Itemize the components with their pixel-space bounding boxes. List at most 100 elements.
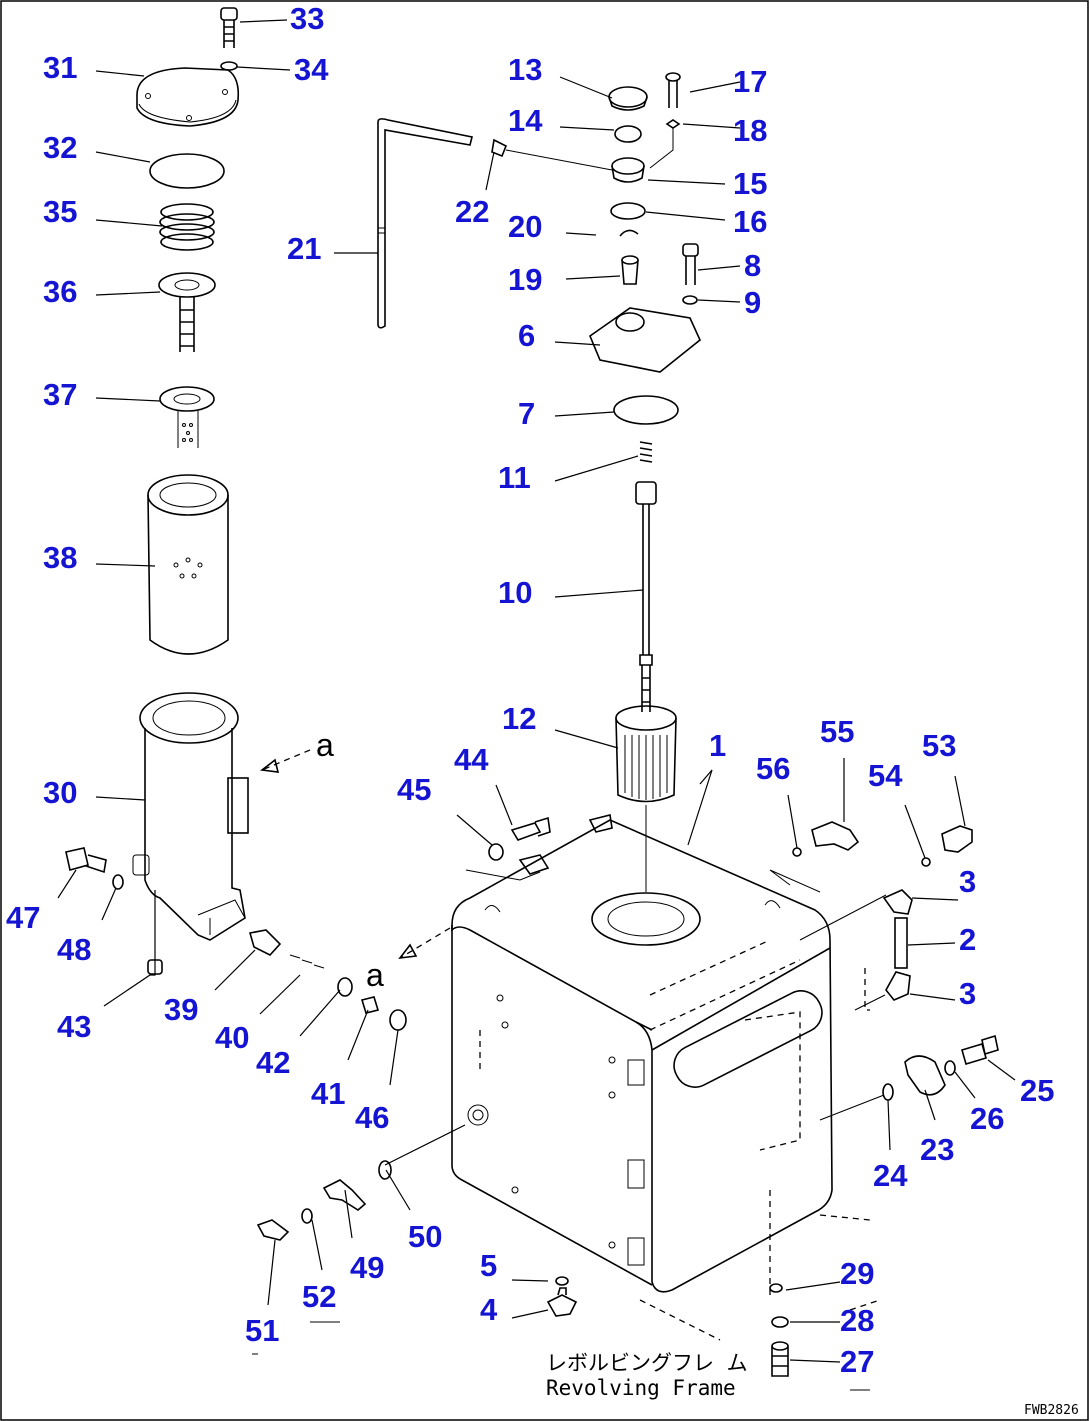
part-20-ring bbox=[619, 229, 639, 237]
part-23-flange bbox=[904, 1055, 946, 1096]
callout-6: 6 bbox=[518, 318, 535, 353]
callout-31: 31 bbox=[43, 50, 77, 85]
view-arrow-label-lower: a bbox=[366, 957, 384, 993]
part-53-elbow bbox=[941, 825, 973, 853]
callout-17: 17 bbox=[733, 64, 767, 99]
view-arrow-a-upper: a bbox=[259, 727, 334, 773]
callout-28: 28 bbox=[840, 1303, 874, 1338]
callout-42: 42 bbox=[256, 1045, 290, 1080]
part-25-bolt bbox=[961, 1034, 999, 1065]
part-10-dipstick bbox=[635, 481, 657, 712]
center-leaders bbox=[334, 76, 741, 749]
part-6-cover bbox=[589, 307, 701, 373]
callout-8: 8 bbox=[744, 248, 761, 283]
left-leaders bbox=[57, 19, 466, 1306]
part-14-element bbox=[614, 125, 642, 143]
filter-cover-assembly bbox=[132, 7, 249, 941]
callout-20: 20 bbox=[508, 209, 542, 244]
part-3-elbow-upper bbox=[882, 889, 913, 915]
callout-25: 25 bbox=[1020, 1073, 1054, 1108]
callout-9: 9 bbox=[744, 285, 761, 320]
callout-51: 51 bbox=[245, 1313, 279, 1348]
right-fittings bbox=[488, 816, 999, 1377]
callout-27: 27 bbox=[840, 1344, 874, 1379]
part-21-pipe bbox=[377, 118, 473, 329]
part-38-filter-element bbox=[147, 474, 229, 655]
part-24-o-ring bbox=[882, 1083, 894, 1101]
callout-40: 40 bbox=[215, 1020, 249, 1055]
callout-32: 32 bbox=[43, 130, 77, 165]
part-54-o-ring bbox=[921, 857, 931, 867]
callout-41: 41 bbox=[311, 1076, 345, 1111]
part-12-strainer bbox=[615, 705, 677, 803]
part-11-spring bbox=[639, 441, 653, 463]
callout-29: 29 bbox=[840, 1256, 874, 1291]
part-13-cap bbox=[608, 86, 648, 111]
part-8-bolt bbox=[682, 243, 699, 285]
callout-33: 33 bbox=[290, 1, 324, 36]
part-35-spring bbox=[159, 203, 215, 251]
callout-15: 15 bbox=[733, 166, 767, 201]
callout-7: 7 bbox=[518, 396, 535, 431]
part-9-washer bbox=[682, 295, 698, 305]
part-43-drain-plug bbox=[147, 959, 163, 975]
revolving-frame-label-en: Revolving Frame bbox=[546, 1376, 736, 1400]
part-44-bolt bbox=[510, 816, 551, 841]
callout-22: 22 bbox=[455, 194, 489, 229]
right-leaders bbox=[252, 758, 1016, 1391]
part-41-clip bbox=[360, 996, 380, 1014]
part-1-hydraulic-tank bbox=[451, 814, 881, 1341]
part-37-strainer bbox=[159, 386, 215, 448]
part-29-washer bbox=[769, 1283, 783, 1293]
view-arrow-a-lower: a bbox=[366, 927, 451, 993]
part-49-sensor bbox=[322, 1179, 367, 1211]
callout-30: 30 bbox=[43, 775, 77, 810]
callout-38: 38 bbox=[43, 540, 77, 575]
callout-13: 13 bbox=[508, 52, 542, 87]
callouts: 33 31 34 32 35 36 37 38 30 47 48 43 39 4… bbox=[6, 1, 1054, 1379]
callout-23: 23 bbox=[920, 1132, 954, 1167]
part-18-washer bbox=[665, 119, 681, 129]
callout-35: 35 bbox=[43, 194, 77, 229]
part-26-washer bbox=[944, 1060, 956, 1076]
drawing-reference: FWB2826 bbox=[1024, 1403, 1079, 1418]
callout-2: 2 bbox=[959, 922, 976, 957]
revolving-frame-label-jp: レボルビングフレ ム bbox=[546, 1351, 748, 1375]
part-56-o-ring bbox=[792, 847, 802, 857]
callout-26: 26 bbox=[970, 1101, 1004, 1136]
part-40-spring bbox=[289, 954, 325, 969]
callout-56: 56 bbox=[756, 751, 790, 786]
part-22-nipple bbox=[491, 138, 508, 158]
callout-14: 14 bbox=[508, 103, 543, 138]
callout-55: 55 bbox=[820, 714, 854, 749]
callout-19: 19 bbox=[508, 262, 542, 297]
part-48-o-ring bbox=[112, 874, 124, 890]
callout-16: 16 bbox=[733, 204, 767, 239]
callout-3-upper: 3 bbox=[959, 864, 976, 899]
part-2-hose bbox=[894, 917, 908, 969]
callout-46: 46 bbox=[355, 1100, 389, 1135]
part-50-o-ring bbox=[378, 1160, 392, 1180]
part-34-washer bbox=[220, 61, 238, 71]
callout-4: 4 bbox=[480, 1292, 498, 1327]
callout-5: 5 bbox=[480, 1248, 497, 1283]
callout-18: 18 bbox=[733, 113, 767, 148]
breather-assembly bbox=[377, 72, 701, 892]
callout-49: 49 bbox=[350, 1250, 384, 1285]
part-45-washer bbox=[488, 843, 504, 861]
part-17-screw bbox=[665, 72, 681, 108]
callout-47: 47 bbox=[6, 900, 40, 935]
callout-11: 11 bbox=[498, 460, 531, 495]
callout-24: 24 bbox=[873, 1158, 908, 1193]
part-42-plug bbox=[337, 977, 353, 997]
callout-43: 43 bbox=[57, 1009, 91, 1044]
part-16-gasket bbox=[610, 202, 646, 220]
part-28-washer bbox=[771, 1316, 789, 1328]
part-19-strainer bbox=[621, 255, 639, 285]
callout-3-lower: 3 bbox=[959, 976, 976, 1011]
part-3-elbow-lower bbox=[885, 971, 911, 1001]
part-52-o-ring bbox=[301, 1208, 313, 1224]
part-55-sensor bbox=[811, 821, 860, 851]
part-33-bolt bbox=[220, 7, 238, 48]
